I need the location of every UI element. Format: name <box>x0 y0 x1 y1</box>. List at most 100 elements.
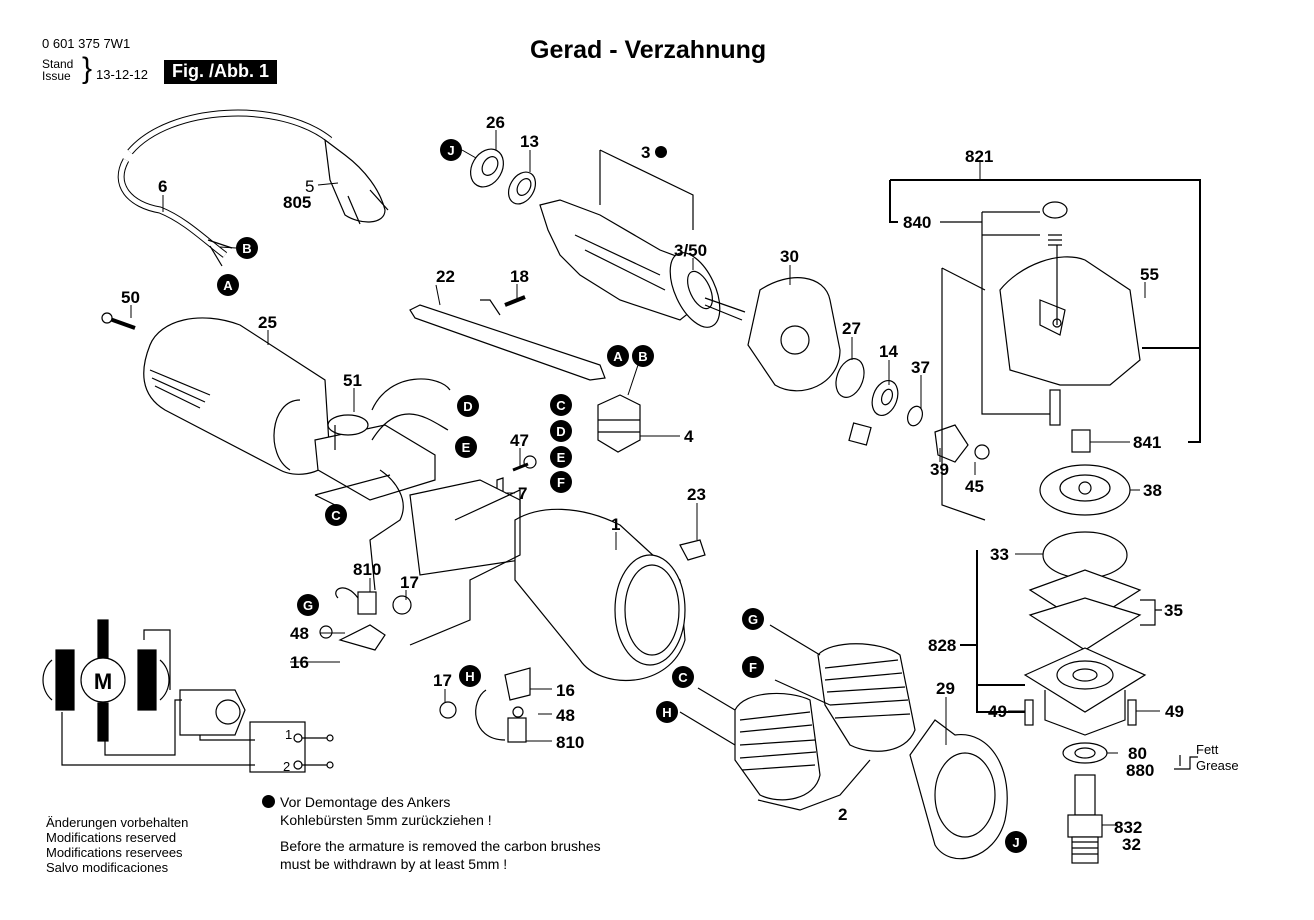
label-5: 5 <box>305 177 314 196</box>
field-coil-a-drawing <box>734 692 821 801</box>
label-810a: 810 <box>353 560 381 579</box>
label-49b: 49 <box>1165 702 1184 721</box>
note-bullet-icon <box>262 795 275 808</box>
washer-37-drawing <box>906 405 924 427</box>
note-en-line2: must be withdrawn by at least 5mm ! <box>280 856 508 872</box>
screw-48a-drawing <box>319 625 333 639</box>
label-25: 25 <box>258 313 277 332</box>
marker-g-brush: G <box>297 594 319 616</box>
svg-text:C: C <box>678 670 688 685</box>
field-winding-right <box>137 649 157 711</box>
label-16a: 16 <box>290 653 309 672</box>
svg-text:A: A <box>223 278 233 293</box>
svg-text:F: F <box>749 660 757 675</box>
slide-23-drawing <box>679 539 706 561</box>
bracket-828 <box>960 550 1025 713</box>
washer-80-drawing <box>1062 742 1108 764</box>
cap-840-drawing <box>1042 201 1068 219</box>
module-bracket <box>314 474 391 506</box>
motor-housing-1-drawing <box>409 479 686 682</box>
svg-text:A: A <box>613 349 623 364</box>
leader-lines <box>130 130 1160 826</box>
marker-f-field: F <box>742 656 764 678</box>
svg-text:J: J <box>1012 835 1019 850</box>
svg-text:G: G <box>303 598 313 613</box>
label-47: 47 <box>510 431 529 450</box>
marker-h-brush: H <box>459 665 481 687</box>
pinion-39-drawing <box>934 424 969 463</box>
wiring-schematic <box>42 619 334 773</box>
marker-h-field: H <box>656 701 678 723</box>
label-35: 35 <box>1164 601 1183 620</box>
armature-removal-note: Vor Demontage des Ankers Kohlebürsten 5m… <box>262 793 601 873</box>
svg-text:E: E <box>462 440 471 455</box>
plug-drawing <box>324 138 389 225</box>
gear-housing-drawing <box>999 256 1141 386</box>
marker-a-cord: A <box>217 274 239 296</box>
bearing-detail-drawing <box>848 422 872 446</box>
label-810b: 810 <box>556 733 584 752</box>
label-51: 51 <box>343 371 362 390</box>
svg-text:C: C <box>556 398 566 413</box>
label-23: 23 <box>687 485 706 504</box>
svg-text:D: D <box>556 424 565 439</box>
label-4: 4 <box>684 427 694 446</box>
svg-text:B: B <box>638 349 647 364</box>
label-27: 27 <box>842 319 861 338</box>
label-38: 38 <box>1143 481 1162 500</box>
page-title: Gerad - Verzahnung <box>530 36 767 64</box>
label-3: 3 <box>641 143 650 162</box>
gasket-35b-drawing <box>1028 597 1142 651</box>
spring-17a-drawing <box>392 595 412 615</box>
label-17a: 17 <box>400 573 419 592</box>
label-828: 828 <box>928 636 956 655</box>
bearing-14-drawing <box>871 379 899 417</box>
svg-text:C: C <box>331 508 341 523</box>
screw-49b-drawing <box>1127 699 1137 726</box>
note-de-line1: Vor Demontage des Ankers <box>280 794 451 810</box>
svg-text:D: D <box>463 399 472 414</box>
label-29: 29 <box>936 679 955 698</box>
carbon-brush-810b-drawing <box>507 717 527 743</box>
electronic-module-symbol <box>179 689 246 736</box>
brush-top <box>97 619 109 659</box>
motor-symbol <box>80 657 126 703</box>
bracket-821 <box>889 179 1201 348</box>
svg-text:H: H <box>662 705 671 720</box>
seal-27-drawing <box>835 358 865 398</box>
grease-label-en: Grease <box>1196 758 1239 773</box>
svg-text:F: F <box>557 475 565 490</box>
marker-c-field: C <box>672 666 694 688</box>
brush-holder-16a-drawing <box>338 624 386 651</box>
module-wires <box>369 378 451 591</box>
field-coil-bracket <box>757 759 871 811</box>
label-840: 840 <box>903 213 931 232</box>
brush-wire-a <box>335 587 359 599</box>
part-number: 0 601 375 7W1 <box>42 36 131 51</box>
label-49a: 49 <box>988 702 1007 721</box>
svg-text:J: J <box>447 143 454 158</box>
marker-f-switch: F <box>550 471 572 493</box>
issue-label: Issue <box>42 69 71 83</box>
bearing-flange-828-drawing <box>1023 647 1147 736</box>
bevel-gear-38-drawing <box>1039 464 1131 516</box>
spring-18-drawing <box>504 295 526 307</box>
spindle-832-drawing <box>1067 774 1103 864</box>
grease-legend: Fett Grease <box>1196 742 1239 774</box>
marker-j-top: J <box>440 139 462 161</box>
label-32: 32 <box>1122 835 1141 854</box>
note-en-line1: Before the armature is removed the carbo… <box>280 838 601 854</box>
switch-symbol <box>249 721 306 773</box>
switch-rod-22-drawing <box>409 299 606 381</box>
end-cover-25-drawing <box>143 317 331 475</box>
label-7: 7 <box>518 484 527 503</box>
armature-note-dot-icon <box>655 146 667 158</box>
label-26: 26 <box>486 113 505 132</box>
figure-label: Fig. /Abb. 1 <box>164 60 277 84</box>
stand-label: Stand <box>42 57 74 71</box>
modifications-en: Modifications reserved <box>46 830 177 845</box>
spring-drawing <box>1048 234 1062 246</box>
switch-4-drawing <box>597 394 641 453</box>
stand-issue-label: Stand Issue <box>42 58 73 82</box>
brush-holder-bracket <box>409 489 521 646</box>
